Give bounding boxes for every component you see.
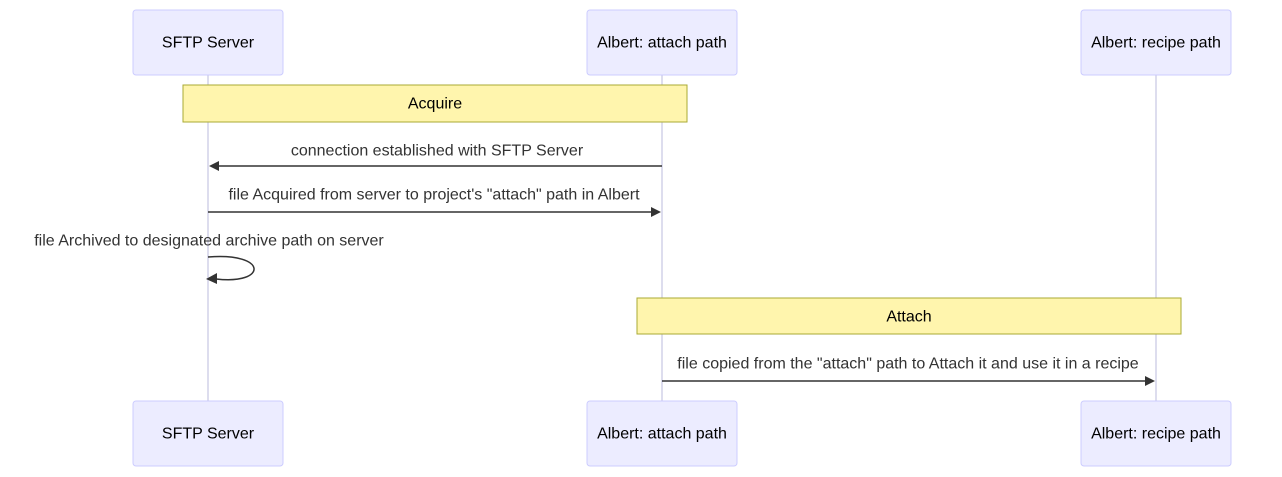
note-label: Acquire: [408, 96, 462, 113]
message-connection-established: connection established with SFTP Server: [209, 143, 662, 171]
arrowhead-self-loop: [206, 273, 217, 284]
actor-bottom-recipe-path: Albert: recipe path: [1080, 400, 1232, 467]
arrowhead-right: [651, 207, 661, 217]
note-acquire: Acquire: [182, 84, 688, 123]
message-label: file Archived to designated archive path…: [34, 233, 384, 250]
actor-bottom-attach-path: Albert: attach path: [586, 400, 738, 467]
message-file-archived: file Archived to designated archive path…: [34, 233, 384, 284]
note-attach: Attach: [636, 297, 1182, 335]
message-label: file copied from the "attach" path to At…: [677, 356, 1139, 373]
message-file-acquired: file Acquired from server to project's "…: [208, 187, 661, 217]
arrowhead-left: [209, 161, 219, 171]
arrowhead-right: [1145, 376, 1155, 386]
message-label: file Acquired from server to project's "…: [228, 187, 640, 204]
actor-label: Albert: recipe path: [1091, 426, 1221, 443]
actor-label: SFTP Server: [162, 35, 255, 52]
actor-top-recipe-path: Albert: recipe path: [1080, 9, 1232, 76]
note-label: Attach: [886, 309, 931, 326]
message-label: connection established with SFTP Server: [291, 143, 584, 160]
actor-label: SFTP Server: [162, 426, 255, 443]
actor-top-sftp-server: SFTP Server: [132, 9, 284, 76]
actor-label: Albert: attach path: [597, 426, 727, 443]
actor-top-attach-path: Albert: attach path: [586, 9, 738, 76]
message-file-copied: file copied from the "attach" path to At…: [662, 356, 1155, 386]
actor-bottom-sftp-server: SFTP Server: [132, 400, 284, 467]
actor-label: Albert: recipe path: [1091, 35, 1221, 52]
actor-label: Albert: attach path: [597, 35, 727, 52]
